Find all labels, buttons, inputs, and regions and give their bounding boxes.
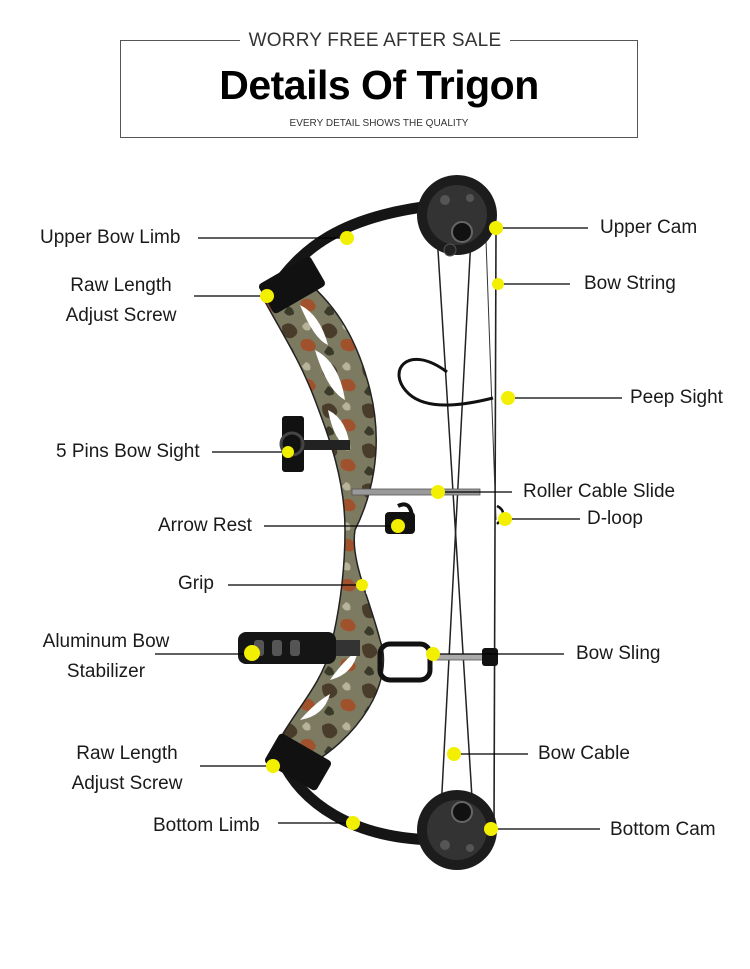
string-serving — [485, 239, 497, 521]
marker-bow-cable — [447, 747, 461, 761]
marker-upper-bow-limb — [340, 231, 354, 245]
label-bow-sling: Bow Sling — [576, 643, 661, 664]
cable-left — [435, 217, 475, 831]
marker-roller-cable-slide — [431, 485, 445, 499]
label-bottom-limb: Bottom Limb — [153, 815, 260, 836]
riser-shape — [260, 274, 385, 771]
header-subtitle: EVERY DETAIL SHOWS THE QUALITY — [289, 118, 469, 129]
cable-right — [439, 217, 473, 831]
bow-sling-shape — [377, 641, 498, 683]
marker-pins-sight — [282, 446, 294, 458]
marker-grip — [356, 579, 368, 591]
marker-upper-cam — [489, 221, 503, 235]
label-pins-sight: 5 Pins Bow Sight — [56, 441, 200, 462]
bow-string-group — [435, 217, 497, 831]
label-upper-bow-limb: Upper Bow Limb — [40, 227, 181, 248]
label-raw-length-top-line1: Raw Length — [70, 275, 172, 296]
bow-string-line — [493, 229, 497, 829]
marker-stabilizer — [244, 645, 260, 661]
label-arrow-rest: Arrow Rest — [158, 515, 252, 536]
label-bottom-cam: Bottom Cam — [610, 819, 716, 840]
header-tagline: WORRY FREE AFTER SALE — [240, 30, 510, 52]
upper-cam-shape — [417, 175, 497, 257]
marker-bottom-limb — [346, 816, 360, 830]
page-title: Details Of Trigon — [219, 62, 539, 108]
marker-raw-length-bottom — [266, 759, 280, 773]
marker-bottom-cam — [484, 822, 498, 836]
riser-cutouts — [300, 305, 358, 720]
stabilizer-shape — [238, 632, 360, 664]
leader-lines — [155, 227, 622, 830]
label-stabilizer-line1: Aluminum Bow — [42, 631, 170, 652]
label-bow-string: Bow String — [584, 273, 676, 294]
label-stabilizer-line2: Stabilizer — [66, 661, 146, 682]
bottom-limb-pocket — [264, 733, 332, 791]
label-raw-length-bottom-line1: Raw Length — [76, 743, 178, 764]
marker-arrow-rest — [391, 519, 405, 533]
label-d-loop: D-loop — [587, 508, 643, 529]
marker-raw-length-top — [260, 289, 274, 303]
label-bow-cable: Bow Cable — [538, 743, 630, 764]
upper-limb-pocket — [258, 256, 326, 314]
markers — [244, 221, 515, 836]
label-raw-length-top-line2: Adjust Screw — [65, 305, 177, 326]
peep-tube — [397, 357, 494, 407]
marker-peep-sight — [501, 391, 515, 405]
marker-bow-string — [492, 278, 504, 290]
label-roller-cable-slide: Roller Cable Slide — [523, 481, 676, 502]
marker-d-loop — [498, 512, 512, 526]
label-peep-sight: Peep Sight — [630, 387, 723, 408]
label-raw-length-bottom-line2: Adjust Screw — [71, 773, 183, 794]
bottom-cam-shape — [417, 790, 497, 870]
marker-bow-sling — [426, 647, 440, 661]
label-upper-cam: Upper Cam — [600, 217, 698, 238]
label-grip: Grip — [178, 573, 214, 594]
